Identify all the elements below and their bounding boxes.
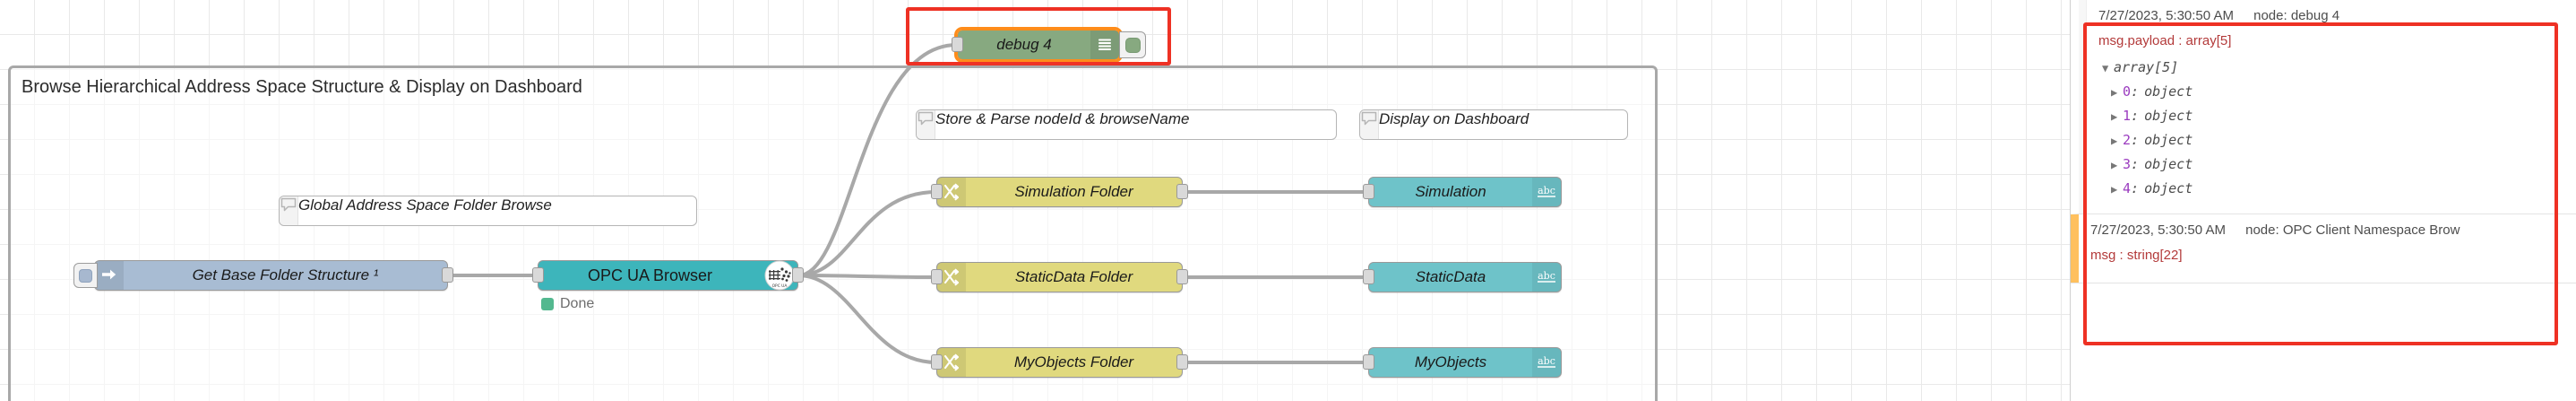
debug-item-value: object: [2144, 156, 2193, 172]
node-output-port[interactable]: [442, 267, 453, 283]
node-ui-text-simulation[interactable]: Simulation abc: [1363, 177, 1562, 207]
opc-ua-icon: OPC UA: [762, 260, 797, 291]
node-input-port[interactable]: [1363, 269, 1374, 284]
node-input-port[interactable]: [952, 37, 963, 52]
debug-source-node: node: OPC Client Namespace Brow: [2245, 222, 2460, 238]
debug-item-value: object: [2144, 83, 2193, 100]
debug-tree-item[interactable]: ▶ 0 : object: [2111, 83, 2567, 100]
debug-source-node: node: debug 4: [2253, 8, 2340, 23]
node-input-port[interactable]: [1363, 354, 1374, 370]
node-label: StaticData Folder: [1014, 268, 1133, 285]
debug-timestamp: 7/27/2023, 5:30:50 AM: [2090, 222, 2226, 238]
node-label: Simulation: [1415, 183, 1486, 200]
node-opc-ua-browser[interactable]: OPC UA Browser OPC UA: [532, 260, 804, 291]
comment-store-parse[interactable]: Store & Parse nodeId & browseName: [916, 109, 1337, 140]
debug-item-index: 3: [2123, 156, 2132, 172]
node-input-port[interactable]: [532, 267, 544, 283]
comment-label: Display on Dashboard: [1379, 110, 1529, 127]
node-label: OPC UA Browser: [587, 266, 713, 284]
debug-item-value: object: [2144, 108, 2193, 124]
debug-root-label: array[5]: [2114, 59, 2179, 75]
abc-icon: abc: [1532, 348, 1561, 377]
node-input-port[interactable]: [931, 354, 943, 370]
debug-item-separator: :: [2131, 132, 2140, 148]
caret-right-icon[interactable]: ▶: [2111, 135, 2118, 147]
comment-label: Global Address Space Folder Browse: [298, 196, 552, 214]
debug-item-separator: :: [2131, 180, 2140, 196]
debug-property-path: msg.payload : array[5]: [2098, 33, 2232, 48]
node-function-staticdata-folder[interactable]: StaticData Folder: [931, 262, 1188, 292]
debug-tree-item[interactable]: ▶ 3 : object: [2111, 156, 2567, 172]
debug-sidebar[interactable]: 7/27/2023, 5:30:50 AM node: debug 4 msg.…: [2070, 0, 2576, 401]
comment-bubble-icon: [280, 196, 298, 225]
svg-text:abc: abc: [1538, 355, 1555, 367]
caret-down-icon[interactable]: ▼: [2102, 62, 2109, 74]
debug-tree-item[interactable]: ▶ 1 : object: [2111, 108, 2567, 124]
comment-label: Store & Parse nodeId & browseName: [935, 110, 1190, 127]
node-output-port[interactable]: [1176, 184, 1188, 199]
flow-editor-canvas[interactable]: Browse Hierarchical Address Space Struct…: [0, 0, 2070, 401]
debug-message[interactable]: 7/27/2023, 5:30:50 AM node: OPC Client N…: [2071, 214, 2576, 283]
flow-group-title: Browse Hierarchical Address Space Struct…: [22, 77, 582, 97]
debug-toggle-button[interactable]: [1119, 31, 1146, 58]
node-ui-text-myobjects[interactable]: MyObjects abc: [1363, 347, 1562, 378]
debug-item-separator: :: [2131, 83, 2140, 100]
status-dot: [541, 298, 554, 310]
caret-right-icon[interactable]: ▶: [2111, 110, 2118, 123]
node-label: MyObjects: [1414, 353, 1487, 370]
caret-right-icon[interactable]: ▶: [2111, 86, 2118, 99]
node-label: StaticData: [1415, 268, 1486, 285]
debug-item-separator: :: [2131, 108, 2140, 124]
node-function-myobjects-folder[interactable]: MyObjects Folder: [931, 347, 1188, 378]
node-label: debug 4: [996, 36, 1052, 53]
debug-property-path: msg : string[22]: [2090, 248, 2183, 263]
debug-tree-item[interactable]: ▶ 4 : object: [2111, 180, 2567, 196]
node-label: MyObjects Folder: [1013, 353, 1134, 370]
node-input-port[interactable]: [931, 269, 943, 284]
status-text: Done: [560, 296, 595, 311]
debug-lines-icon: [1090, 31, 1119, 59]
node-function-simulation-folder[interactable]: Simulation Folder: [931, 177, 1188, 207]
debug-item-index: 2: [2123, 132, 2132, 148]
debug-item-separator: :: [2131, 156, 2140, 172]
node-input-port[interactable]: [931, 184, 943, 199]
node-ui-text-staticdata[interactable]: StaticData abc: [1363, 262, 1562, 292]
node-inject-get-base-folder-structure[interactable]: Get Base Folder Structure ¹: [73, 260, 453, 291]
node-label: Get Base Folder Structure ¹: [192, 266, 379, 283]
svg-text:OPC UA: OPC UA: [772, 283, 788, 289]
debug-tree-root[interactable]: ▼ array[5]: [2102, 59, 2567, 75]
abc-icon: abc: [1532, 263, 1561, 292]
node-output-port[interactable]: [1176, 354, 1188, 370]
debug-item-value: object: [2144, 132, 2193, 148]
caret-right-icon[interactable]: ▶: [2111, 159, 2118, 171]
node-input-port[interactable]: [1363, 184, 1374, 199]
svg-text:abc: abc: [1538, 270, 1555, 282]
caret-right-icon[interactable]: ▶: [2111, 183, 2118, 196]
debug-message[interactable]: 7/27/2023, 5:30:50 AM node: debug 4 msg.…: [2071, 0, 2576, 214]
svg-text:abc: abc: [1538, 185, 1555, 196]
debug-message-header: 7/27/2023, 5:30:50 AM node: OPC Client N…: [2090, 222, 2567, 238]
debug-message-stripe: [2079, 0, 2087, 214]
comment-global-address-space[interactable]: Global Address Space Folder Browse: [279, 196, 697, 226]
node-status-opc-ua-browser: Done: [541, 296, 594, 312]
debug-timestamp: 7/27/2023, 5:30:50 AM: [2098, 8, 2234, 23]
debug-item-index: 4: [2123, 180, 2132, 196]
comment-display-dashboard[interactable]: Display on Dashboard: [1359, 109, 1628, 140]
node-debug-4[interactable]: debug 4: [952, 27, 1146, 63]
debug-item-index: 1: [2123, 108, 2132, 124]
debug-tree-item[interactable]: ▶ 2 : object: [2111, 132, 2567, 148]
debug-message-stripe: [2071, 214, 2079, 283]
node-output-port[interactable]: [1176, 269, 1188, 284]
node-label: Simulation Folder: [1014, 183, 1133, 200]
debug-item-value: object: [2144, 180, 2193, 196]
debug-message-header: 7/27/2023, 5:30:50 AM node: debug 4: [2098, 8, 2567, 23]
inject-arrow-icon: [95, 261, 124, 290]
debug-item-index: 0: [2123, 83, 2132, 100]
comment-bubble-icon: [1360, 110, 1379, 139]
abc-icon: abc: [1532, 178, 1561, 206]
node-output-port[interactable]: [792, 267, 804, 283]
comment-bubble-icon: [917, 110, 935, 139]
inject-trigger-button[interactable]: [73, 263, 98, 288]
